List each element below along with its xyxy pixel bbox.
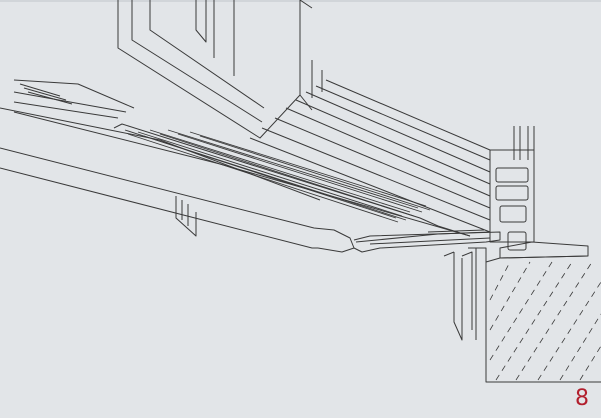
wall-hatching — [489, 261, 601, 381]
page-number: 8 — [575, 386, 589, 411]
window-frame-section — [489, 126, 535, 251]
sill-vent-slots — [124, 129, 431, 223]
stone-sill — [485, 241, 601, 383]
support-bracket — [443, 247, 487, 380]
window-frame-lines — [117, 0, 491, 233]
sill-profile — [0, 123, 501, 253]
